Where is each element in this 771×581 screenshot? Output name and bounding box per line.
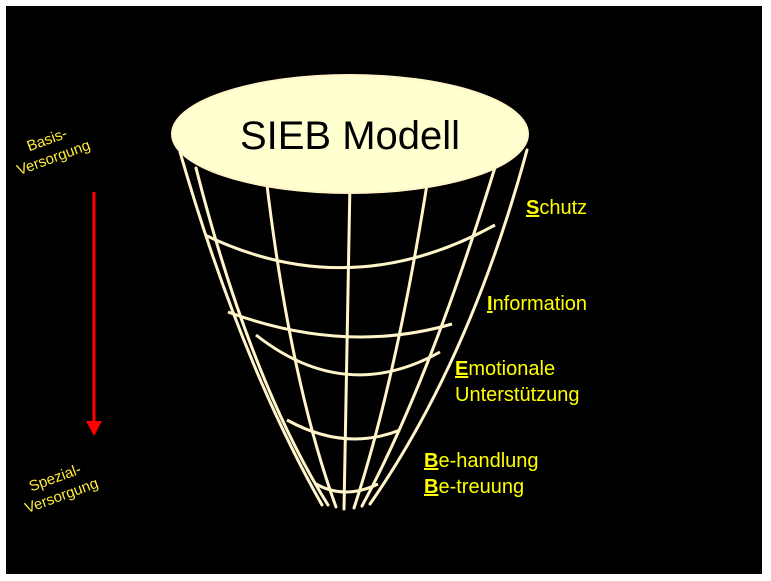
level-rest: nformation [492, 293, 588, 315]
funnel-meridian [368, 148, 529, 506]
level-initial: E [455, 358, 469, 380]
funnel-meridian [194, 166, 330, 507]
level-behandlung-betreuung: Be-handlung Be-treuung [424, 448, 539, 500]
level-rest: e-handlung [438, 450, 539, 472]
level-rest: e-treuung [438, 476, 525, 498]
diagram-title: SIEB Modell [239, 114, 461, 158]
level-rest: chutz [539, 197, 588, 219]
level-line: Unterstützung [455, 384, 580, 406]
funnel-meridian [178, 150, 324, 507]
level-information: Information [487, 291, 587, 317]
level-line: Emotionale [455, 356, 580, 382]
level-schutz: Schutz [526, 195, 587, 221]
funnel-ring [315, 482, 379, 494]
level-line: Be-handlung [424, 448, 539, 474]
level-initial: B [424, 476, 439, 498]
level-emotionale-unterstuetzung: Emotionale Unterstützung [455, 356, 580, 408]
funnel-meridian [342, 180, 352, 511]
arrow-head [86, 421, 102, 436]
funnel-ring [255, 333, 441, 377]
funnel-ring [204, 223, 496, 270]
funnel-ring [227, 310, 453, 339]
funnel-ring [286, 418, 401, 441]
level-initial: B [424, 450, 439, 472]
level-line: Be-treuung [424, 474, 539, 500]
funnel-meridian [352, 176, 430, 510]
level-initial: I [487, 293, 493, 315]
level-rest: motionale [468, 358, 556, 380]
title-ellipse [171, 74, 529, 194]
level-initial: S [526, 197, 540, 219]
supply-direction-arrow [86, 192, 102, 436]
